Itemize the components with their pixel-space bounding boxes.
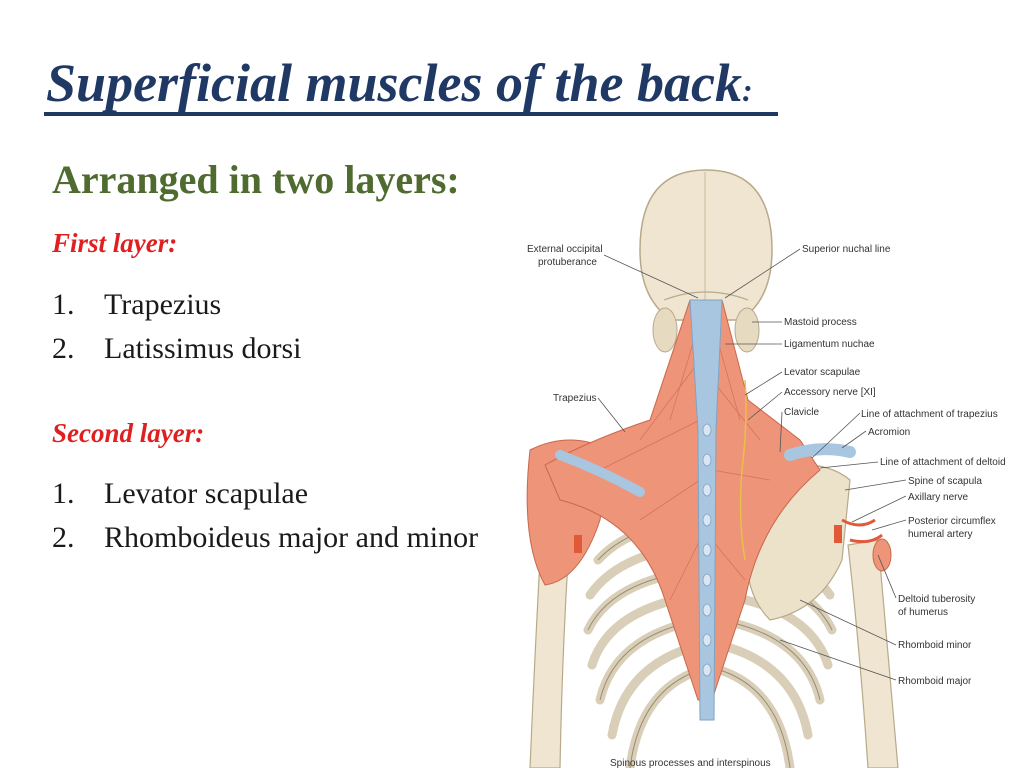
label-external-occipital: External occipital	[527, 244, 603, 255]
label-protuberance: protuberance	[538, 257, 597, 268]
label-line-of-attachment-deltoid: Line of attachment of deltoid	[880, 457, 1006, 468]
label-acromion: Acromion	[868, 427, 910, 438]
list-item-text: Rhomboideus major and minor	[104, 521, 479, 554]
list-item-text: Latissimus dorsi	[104, 332, 302, 365]
accessory-nerve	[739, 379, 747, 561]
label-axillary-nerve: Axillary nerve	[908, 492, 968, 503]
label-clavicle: Clavicle	[784, 407, 819, 418]
trapezius-muscle	[544, 299, 821, 701]
label-trapezius: Trapezius	[553, 393, 597, 404]
label-humeral-artery: humeral artery	[908, 529, 972, 540]
list-item: 1. Trapezius	[52, 283, 524, 327]
label-levator-scapulae: Levator scapulae	[784, 367, 861, 378]
slide-title: Superficial muscles of the back:	[46, 50, 753, 123]
list-item-text: Trapezius	[104, 288, 222, 321]
label-mastoid-process: Mastoid process	[784, 317, 857, 328]
first-layer-list: 1. Trapezius 2. Latissimus dorsi	[52, 283, 524, 371]
list-number: 2.	[52, 332, 75, 365]
arm-bones	[529, 539, 899, 768]
label-of-humerus: of humerus	[898, 607, 948, 618]
label-rhomboid-major: Rhomboid major	[898, 676, 972, 687]
label-superior-nuchal-line: Superior nuchal line	[802, 244, 891, 255]
list-item: 2. Rhomboideus major and minor	[52, 516, 524, 560]
label-rhomboid-minor: Rhomboid minor	[898, 640, 972, 651]
back-anatomy-illustration: External occipital protuberance Superior…	[526, 169, 1006, 768]
title-underline	[44, 112, 778, 116]
ligamentum-nuchae	[689, 299, 723, 721]
clavicle-acromion	[784, 443, 856, 461]
list-item-text: Levator scapulae	[104, 477, 309, 510]
label-deltoid-tuberosity: Deltoid tuberosity	[898, 594, 975, 605]
list-number: 2.	[52, 521, 75, 554]
second-layer-list: 1. Levator scapulae 2. Rhomboideus major a…	[52, 472, 524, 560]
skull	[639, 169, 773, 353]
title-text: Superficial muscles of the back	[46, 53, 742, 113]
deltoid-remnant	[872, 538, 892, 572]
slide-subtitle: Arranged in two layers:	[52, 157, 460, 202]
list-item: 1. Levator scapulae	[52, 472, 524, 516]
trapezius-attachment-band	[555, 450, 645, 497]
left-artery-stub	[574, 535, 582, 553]
label-line-of-attachment-trapezius: Line of attachment of trapezius	[861, 409, 998, 420]
label-posterior-circumflex: Posterior circumflex	[908, 516, 996, 527]
label-accessory-nerve: Accessory nerve [XI]	[784, 387, 876, 398]
list-number: 1.	[52, 477, 75, 510]
label-spinous-processes: Spinous processes and interspinous	[610, 758, 771, 768]
first-layer-heading: First layer:	[52, 228, 178, 258]
list-item: 2. Latissimus dorsi	[52, 327, 524, 371]
title-colon: :	[741, 72, 753, 108]
figure-labels: External occipital protuberance Superior…	[527, 244, 1006, 768]
second-layer-heading: Second layer:	[52, 418, 205, 448]
label-spine-of-scapula: Spine of scapula	[908, 476, 982, 487]
leader-lines	[597, 248, 907, 681]
label-ligamentum-nuchae: Ligamentum nuchae	[784, 339, 875, 350]
list-number: 1.	[52, 288, 75, 321]
spinous-processes	[702, 423, 712, 677]
posterior-circumflex-artery	[841, 518, 883, 544]
right-artery-stub	[834, 525, 842, 543]
